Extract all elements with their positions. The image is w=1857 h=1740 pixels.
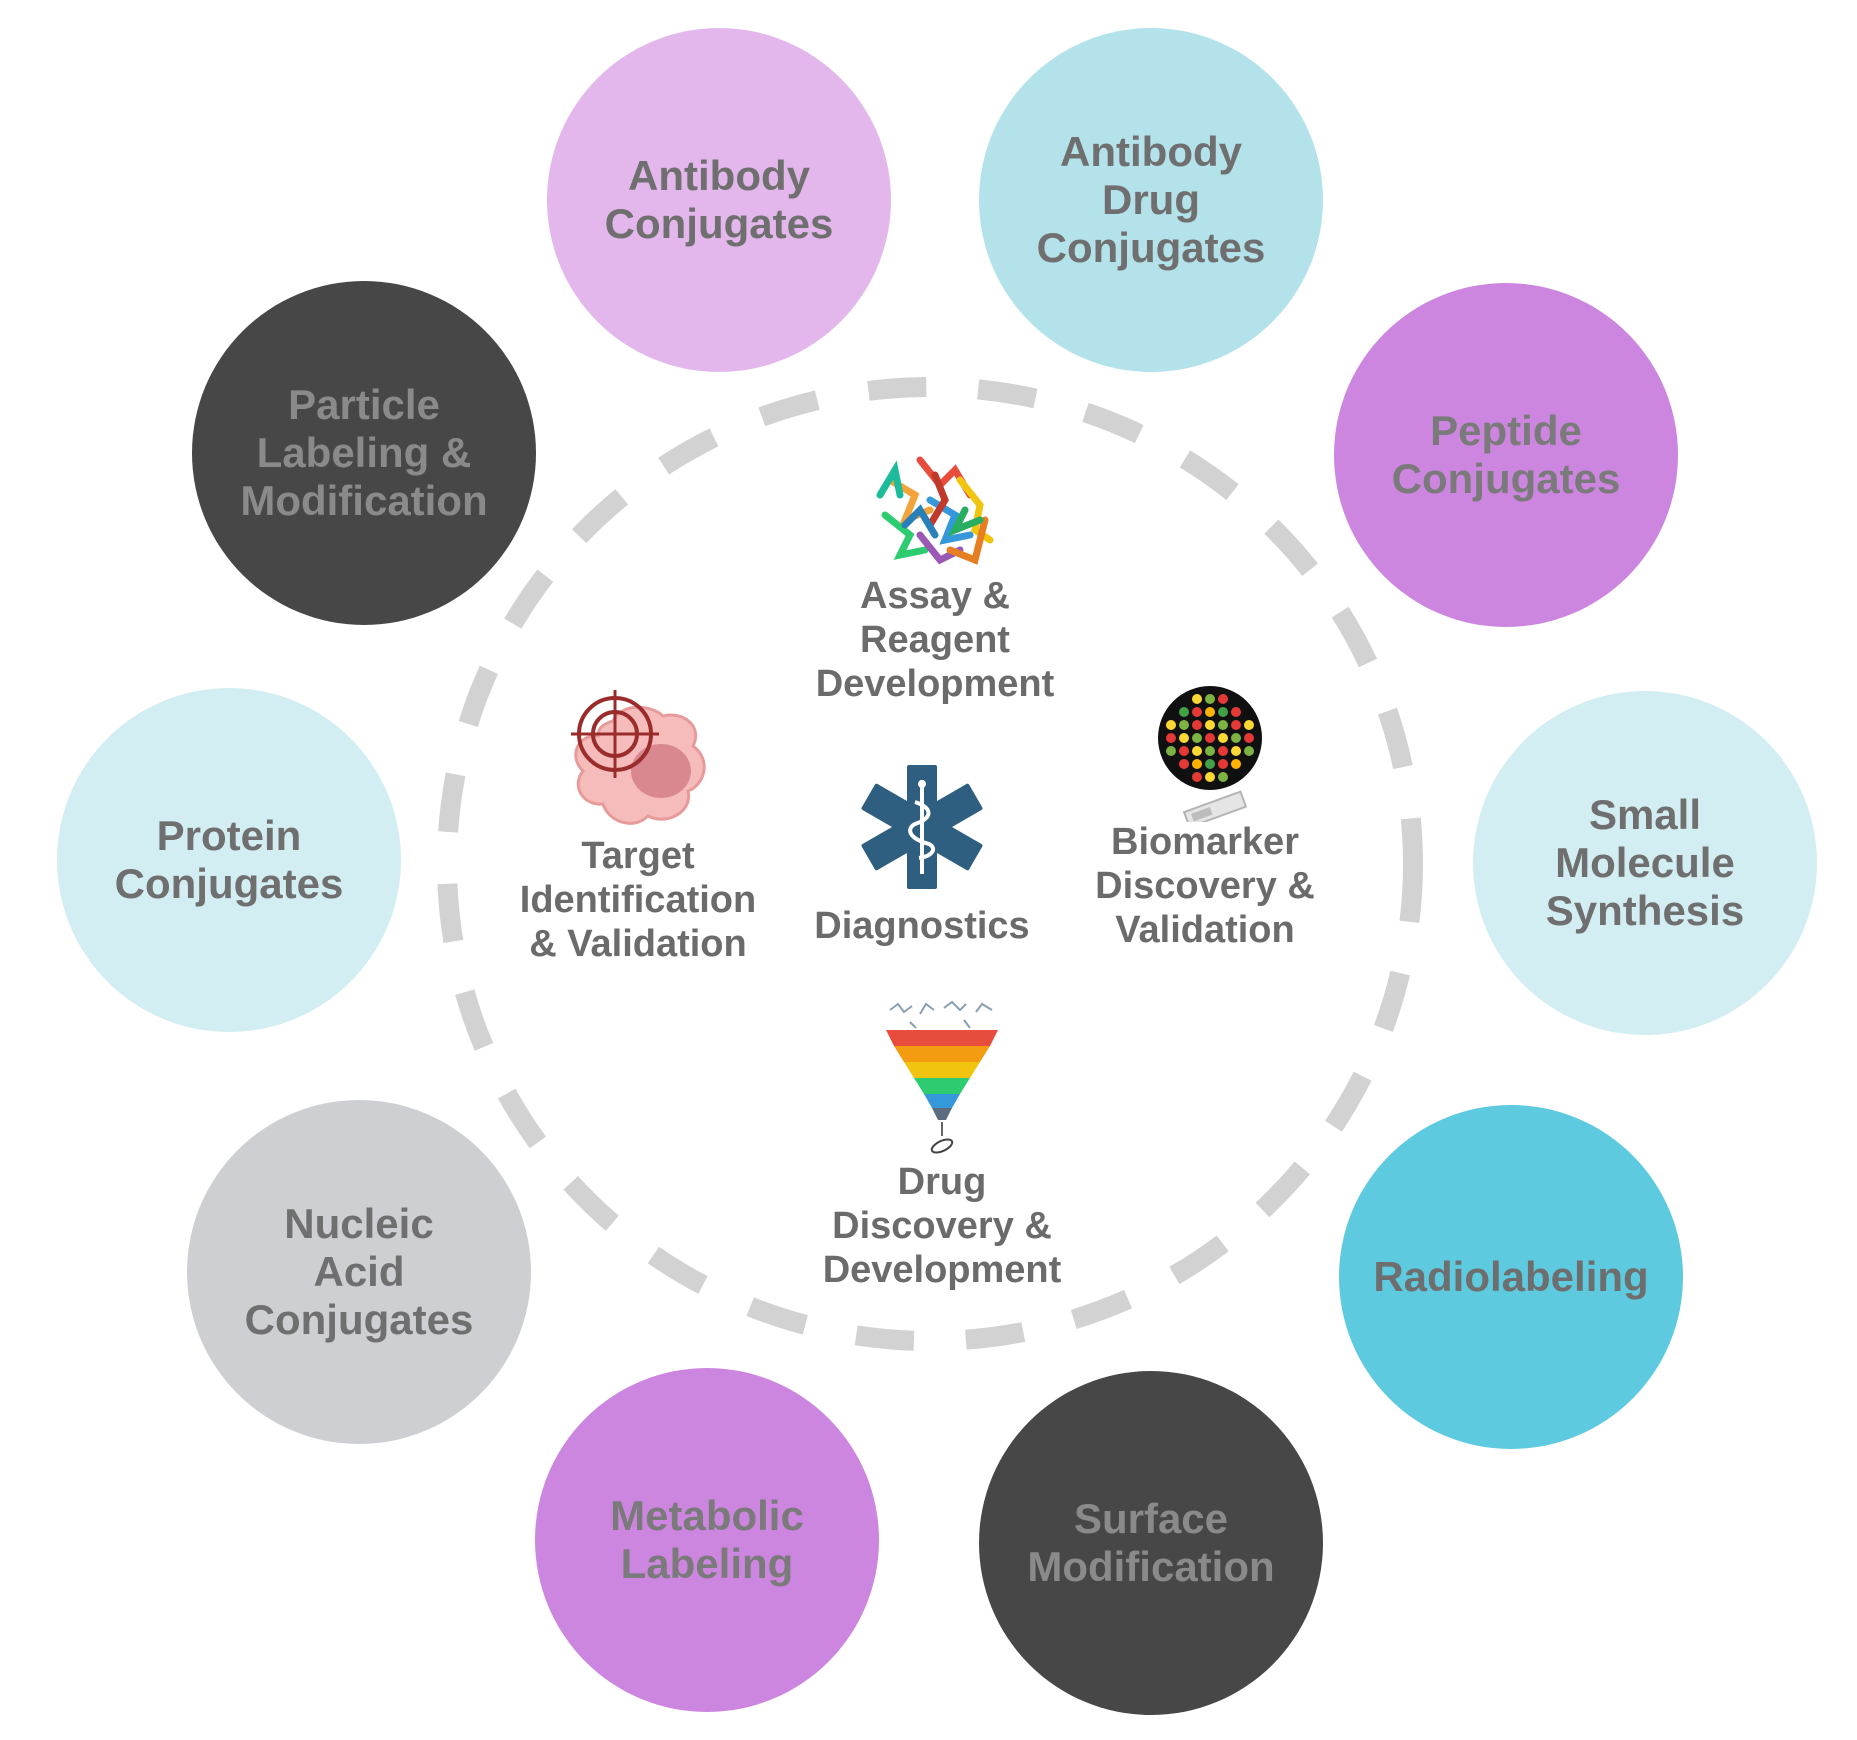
- array-spot: [1205, 694, 1215, 704]
- bubble-antibody-conjugates[interactable]: Antibody Conjugates: [547, 28, 891, 372]
- array-spot: [1179, 759, 1189, 769]
- array-spot: [1231, 733, 1241, 743]
- array-spot: [1231, 746, 1241, 756]
- array-spot: [1179, 733, 1189, 743]
- array-spot: [1218, 720, 1228, 730]
- app-label: Diagnostics: [814, 905, 1030, 947]
- array-spot: [1218, 746, 1228, 756]
- array-spot: [1231, 759, 1241, 769]
- bubble-surface-modification[interactable]: Surface Modification: [979, 1371, 1323, 1715]
- array-spot: [1192, 694, 1202, 704]
- array-spot: [1218, 733, 1228, 743]
- array-spot: [1192, 746, 1202, 756]
- bubble-label: Antibody Drug Conjugates: [1036, 128, 1266, 271]
- bubble-label: Surface Modification: [1027, 1495, 1275, 1590]
- app-label: Drug Discovery & Development: [822, 1161, 1062, 1291]
- app-diagnostics: Diagnostics: [787, 762, 1057, 948]
- array-spot: [1179, 707, 1189, 717]
- array-spot: [1244, 746, 1254, 756]
- array-spot: [1205, 733, 1215, 743]
- array-spot: [1205, 707, 1215, 717]
- array-spot: [1244, 720, 1254, 730]
- bubble-label: Radiolabeling: [1373, 1253, 1649, 1300]
- array-spot: [1166, 720, 1176, 730]
- array-spot: [1231, 707, 1241, 717]
- cell-target-icon: [543, 686, 733, 836]
- array-spot: [1218, 694, 1228, 704]
- protein-cluster-icon: [860, 440, 1010, 580]
- bubble-radiolabeling[interactable]: Radiolabeling: [1339, 1105, 1683, 1449]
- bubble-label: Small Molecule Synthesis: [1545, 791, 1745, 934]
- array-spot: [1192, 733, 1202, 743]
- array-spot: [1192, 720, 1202, 730]
- app-drug-discovery: Drug Discovery & Development: [787, 998, 1097, 1292]
- array-spot: [1205, 772, 1215, 782]
- array-spot: [1179, 746, 1189, 756]
- bubble-protein-conjugates[interactable]: Protein Conjugates: [57, 688, 401, 1032]
- array-spot: [1205, 720, 1215, 730]
- bubble-label: Peptide Conjugates: [1391, 407, 1621, 502]
- star-of-life-icon: [857, 762, 987, 892]
- array-spot: [1244, 733, 1254, 743]
- bubble-label: Metabolic Labeling: [610, 1492, 804, 1587]
- app-target-identification: Target Identification & Validation: [488, 686, 788, 966]
- app-biomarker: Biomarker Discovery & Validation: [1055, 682, 1355, 952]
- array-spot: [1192, 707, 1202, 717]
- bubble-label: Nucleic Acid Conjugates: [244, 1200, 474, 1343]
- app-label: Assay & Reagent Development: [815, 575, 1055, 705]
- app-label: Biomarker Discovery & Validation: [1095, 821, 1315, 951]
- bubble-nucleic-acid-conjugates[interactable]: Nucleic Acid Conjugates: [187, 1100, 531, 1444]
- screening-funnel-icon: [872, 998, 1012, 1158]
- array-spot: [1218, 772, 1228, 782]
- bubble-particle-labeling[interactable]: Particle Labeling & Modification: [192, 281, 536, 625]
- array-spot: [1166, 733, 1176, 743]
- bubble-metabolic-labeling[interactable]: Metabolic Labeling: [535, 1368, 879, 1712]
- array-spot: [1218, 707, 1228, 717]
- array-spot: [1218, 759, 1228, 769]
- app-assay-reagent: Assay & Reagent Development: [770, 440, 1100, 706]
- bubble-label: Particle Labeling & Modification: [240, 381, 488, 524]
- bubble-peptide-conjugates[interactable]: Peptide Conjugates: [1334, 283, 1678, 627]
- array-spot: [1205, 746, 1215, 756]
- bubble-antibody-drug-conjugates[interactable]: Antibody Drug Conjugates: [979, 28, 1323, 372]
- array-spot: [1166, 746, 1176, 756]
- microarray-icon: [1140, 682, 1270, 822]
- bubble-label: Antibody Conjugates: [604, 152, 834, 247]
- app-label: Target Identification & Validation: [519, 835, 757, 965]
- bubble-small-molecule-synthesis[interactable]: Small Molecule Synthesis: [1473, 691, 1817, 1035]
- bubble-label: Protein Conjugates: [114, 812, 344, 907]
- array-spot: [1192, 772, 1202, 782]
- array-spot: [1231, 720, 1241, 730]
- array-spot: [1192, 759, 1202, 769]
- array-spot: [1205, 759, 1215, 769]
- array-spot: [1179, 720, 1189, 730]
